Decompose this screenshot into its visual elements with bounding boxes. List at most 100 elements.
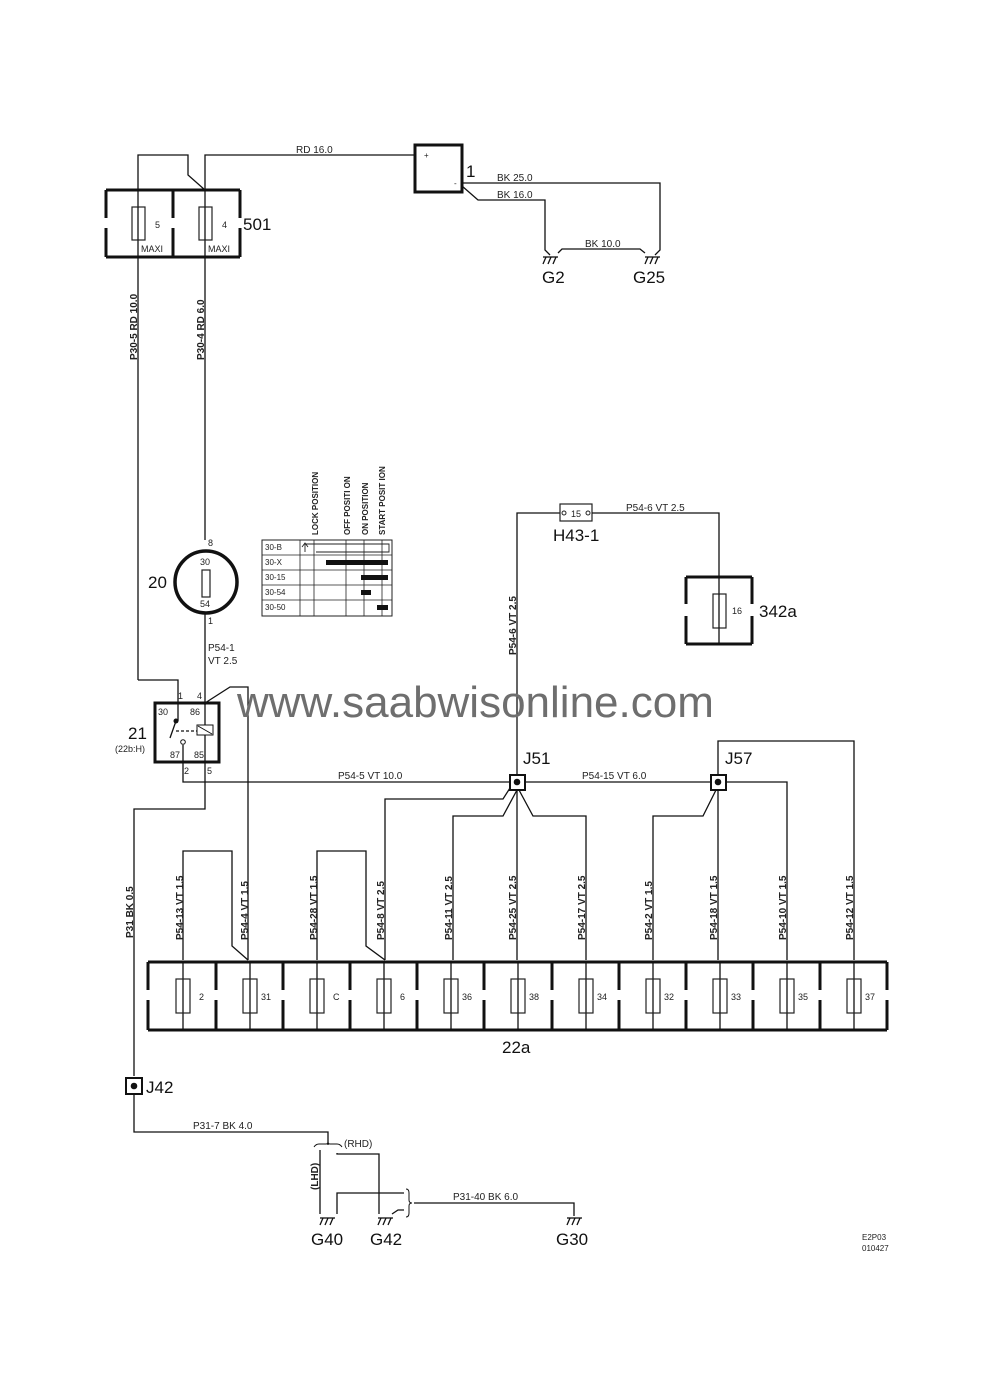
junction-j51: J51 (509, 749, 550, 791)
pin-label: 5 (207, 766, 212, 776)
variant-selector: (RHD) (LHD) P31-40 BK 6.0 (310, 1139, 575, 1218)
wire-label: P54-6 VT 2.5 (626, 503, 685, 514)
battery-plus-terminal: + (424, 151, 429, 160)
wire-label: P54-28 VT 1.5 (309, 875, 320, 940)
pin-label: 1 (208, 616, 213, 626)
wire-label: BK 25.0 (497, 173, 533, 184)
relay-reference: (22b:H) (115, 744, 145, 754)
fuse-icon (578, 978, 594, 1014)
wire-label: VT 2.5 (208, 656, 238, 667)
fuse-icon (645, 978, 661, 1014)
table-row-label: 30-X (265, 558, 283, 567)
fuse-number: 2 (199, 992, 204, 1002)
fuse-number: 32 (664, 992, 674, 1002)
fuse-number: 4 (222, 220, 227, 230)
wire-label: P54-13 VT 1.5 (175, 875, 186, 940)
switch-position-table: LOCK POSITION OFF POSITI ON ON POSITION … (261, 466, 393, 617)
junction-j42: J42 (125, 1077, 173, 1097)
battery-minus-terminal: - (454, 179, 457, 188)
ground-label-g2: G2 (542, 268, 565, 287)
fuse-box-label: 22a (502, 1038, 531, 1057)
table-row-label: 30-50 (265, 603, 286, 612)
connector-label: H43-1 (553, 526, 599, 545)
ignition-switch-label: 20 (148, 573, 167, 592)
terminal-label: 54 (200, 599, 210, 609)
wire-label: P54-5 VT 10.0 (338, 771, 403, 782)
wire-label: P31-7 BK 4.0 (193, 1121, 253, 1132)
table-header: LOCK POSITION (311, 472, 320, 535)
watermark: www.saabwisonline.com (236, 678, 714, 727)
wire-label: P54-18 VT 1.5 (709, 875, 720, 940)
relay-21: 1 4 30 86 87 85 21 (22b:H) 2 5 (115, 679, 517, 1076)
table-row-label: 30-B (265, 543, 282, 552)
wire-label: P31 BK 0.5 (125, 886, 136, 938)
terminal-label: 30 (158, 707, 168, 717)
ground-label-g42: G42 (370, 1230, 402, 1249)
wire-label: P54-6 VT 2.5 (508, 596, 519, 655)
pin-label: 15 (571, 509, 581, 519)
rhd-label: (RHD) (344, 1139, 372, 1150)
wire-label: P54-12 VT 1.5 (845, 875, 856, 940)
wire-label: BK 16.0 (497, 190, 533, 201)
fuse-type: MAXI (141, 244, 163, 254)
ground-icon (542, 256, 558, 265)
fuse-number: 6 (400, 992, 405, 1002)
wire-label: P54-11 VT 2.5 (444, 876, 455, 940)
wire-label: P54-10 VT 1.5 (778, 875, 789, 940)
fuse-icon (376, 978, 392, 1014)
fuse-number: 5 (155, 220, 160, 230)
ground-label-g25: G25 (633, 268, 665, 287)
fuse-number: 36 (462, 992, 472, 1002)
fuse-box-label: 501 (243, 215, 271, 234)
table-row-label: 30-15 (265, 573, 286, 582)
wire-label: P54-2 VT 1.5 (644, 881, 655, 940)
ground-icon (319, 1217, 335, 1226)
terminal-label: 86 (190, 707, 200, 717)
wire-label: P54-1 (208, 643, 235, 654)
fuse-icon (242, 978, 258, 1014)
wire-label: RD 16.0 (296, 145, 333, 156)
table-header: START POSIT ION (378, 466, 387, 535)
fuse-number: 33 (731, 992, 741, 1002)
wire-label: P54-25 VT 2.5 (508, 875, 519, 940)
key-icon (201, 569, 211, 598)
table-header: OFF POSITI ON (343, 476, 352, 535)
wire-label: P54-8 VT 2.5 (376, 881, 387, 940)
battery-circuit: + - 1 RD 16.0 BK 25.0 BK 16.0 BK 10.0 G2… (137, 143, 665, 287)
wire-label: P54-17 VT 2.5 (577, 875, 588, 940)
terminal-label: 30 (200, 557, 210, 567)
wire-label: BK 10.0 (585, 239, 621, 250)
drawing-date: 010427 (862, 1244, 889, 1253)
fuse-number: 31 (261, 992, 271, 1002)
ground-label-g40: G40 (311, 1230, 343, 1249)
fuse-box-342a: 16 342a (684, 575, 797, 646)
wire-label: P30-4 RD 6.0 (196, 299, 207, 360)
wire-label: P31-40 BK 6.0 (453, 1192, 518, 1203)
ground-label-g30: G30 (556, 1230, 588, 1249)
fuse-type: MAXI (208, 244, 230, 254)
fuse-number: 16 (732, 606, 742, 616)
fuse-icon (712, 978, 728, 1014)
relay-label: 21 (128, 724, 147, 743)
terminal-label: 87 (170, 750, 180, 760)
pin-label: 1 (178, 691, 183, 701)
junction-label: J42 (146, 1078, 173, 1097)
battery-label: 1 (466, 162, 475, 181)
drawing-code: E2P03 (862, 1233, 887, 1242)
battery-symbol (413, 143, 464, 194)
terminal-label: 85 (194, 750, 204, 760)
ignition-switch-20: 8 30 54 20 1 P54-1 VT 2.5 (148, 538, 239, 705)
wire-label: P54-15 VT 6.0 (582, 771, 647, 782)
fuse-icon (779, 978, 795, 1014)
junction-label: J51 (523, 749, 550, 768)
fuse-box-label: 342a (759, 602, 797, 621)
fuse-number: 38 (529, 992, 539, 1002)
pin-label: 2 (184, 766, 189, 776)
maxi-fuse-box-501: 5 4 MAXI MAXI 501 (104, 188, 271, 680)
fuse-number: 37 (865, 992, 875, 1002)
fuse-box-22a: 2 31 C 6 36 38 34 32 33 35 37 22a (146, 960, 889, 1057)
pin-label: 4 (197, 691, 202, 701)
fuse-icon (846, 978, 862, 1014)
pin-label: 8 (208, 538, 213, 548)
